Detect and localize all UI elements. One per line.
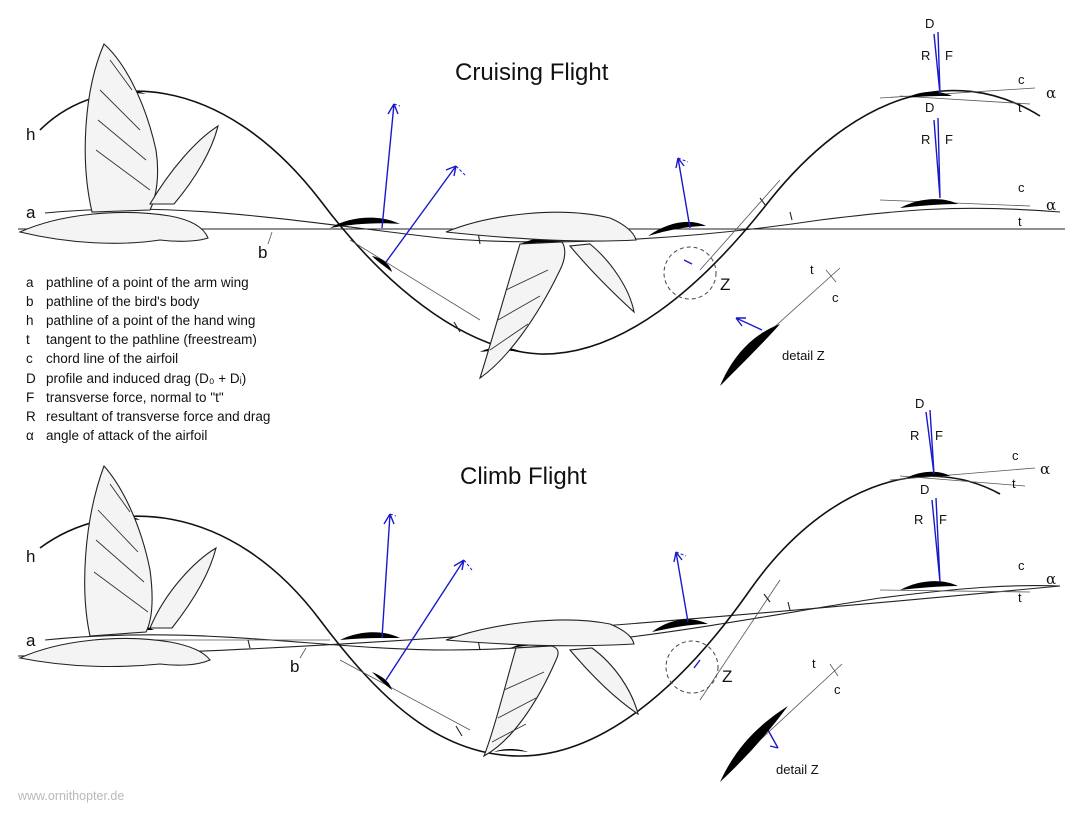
label-alpha-lower-bottom: α bbox=[1046, 570, 1056, 588]
legend-text-3: tangent to the pathline (freestream) bbox=[46, 332, 257, 347]
legend-text-0: pathline of a point of the arm wing bbox=[46, 275, 249, 290]
label-r-upper-top: R bbox=[921, 48, 930, 63]
label-t-lower-top: t bbox=[1018, 214, 1022, 229]
label-d-lower-bottom: D bbox=[920, 482, 929, 497]
detail-c-bottom: c bbox=[834, 682, 841, 697]
legend-text-5: profile and induced drag (D₀ + Dᵢ) bbox=[46, 371, 246, 386]
force-vectors-top bbox=[381, 31, 941, 265]
label-h-bottom: h bbox=[26, 547, 35, 566]
legend-text-4: chord line of the airfoil bbox=[46, 351, 178, 366]
label-d-upper-top: D bbox=[925, 16, 934, 31]
label-c-upper-top: c bbox=[1018, 72, 1025, 87]
legend-text-1: pathline of the bird's body bbox=[46, 294, 200, 309]
detail-circle-top bbox=[663, 246, 717, 300]
label-r-lower-top: R bbox=[921, 132, 930, 147]
detail-t-top: t bbox=[810, 262, 814, 277]
legend-key-4: c bbox=[26, 351, 33, 366]
label-r-upper-bottom: R bbox=[910, 428, 919, 443]
detail-label-top: detail Z bbox=[782, 348, 825, 363]
label-b-top: b bbox=[258, 243, 267, 262]
legend-key-3: t bbox=[26, 332, 30, 347]
label-a-top: a bbox=[26, 203, 36, 222]
label-d-upper-bottom: D bbox=[915, 396, 924, 411]
detail-t-bottom: t bbox=[812, 656, 816, 671]
legend-key-8: α bbox=[26, 428, 34, 443]
pathline-h-top bbox=[39, 89, 1041, 355]
label-alpha-upper-bottom: α bbox=[1040, 460, 1050, 478]
footer-credit: www.ornithopter.de bbox=[17, 789, 124, 803]
ticks-bottom bbox=[247, 593, 791, 737]
force-vectors-bottom bbox=[381, 409, 941, 749]
bird-upstroke-bottom bbox=[18, 464, 217, 668]
legend-key-6: F bbox=[26, 390, 34, 405]
cruising-title: Cruising Flight bbox=[455, 59, 609, 86]
label-c-upper-bottom: c bbox=[1012, 448, 1019, 463]
legend-text-7: resultant of transverse force and drag bbox=[46, 409, 270, 424]
detail-label-bottom: detail Z bbox=[776, 762, 819, 777]
legend: a pathline of a point of the arm wing b … bbox=[26, 275, 270, 443]
legend-key-5: D bbox=[26, 371, 36, 386]
label-f-upper-bottom: F bbox=[935, 428, 943, 443]
label-t-lower-bottom: t bbox=[1018, 590, 1022, 605]
leader-b-top bbox=[267, 231, 273, 245]
legend-key-7: R bbox=[26, 409, 36, 424]
label-z-bottom: Z bbox=[722, 667, 732, 686]
label-alpha-lower-top: α bbox=[1046, 196, 1056, 214]
legend-key-0: a bbox=[26, 275, 34, 290]
bird-downstroke-top bbox=[445, 211, 637, 380]
legend-text-2: pathline of a point of the hand wing bbox=[46, 313, 255, 328]
ticks-top bbox=[453, 197, 793, 333]
cruising-flight-panel: Cruising Flight bbox=[18, 16, 1065, 386]
legend-text-6: transverse force, normal to "t" bbox=[46, 390, 224, 405]
label-f-upper-top: F bbox=[945, 48, 953, 63]
label-r-lower-bottom: R bbox=[914, 512, 923, 527]
climb-flight-panel: Climb Flight D R F bbox=[17, 396, 1061, 782]
label-a-bottom: a bbox=[26, 631, 36, 650]
label-d-lower-top: D bbox=[925, 100, 934, 115]
label-f-lower-bottom: F bbox=[939, 512, 947, 527]
tangent-lines-bottom bbox=[110, 467, 1036, 731]
legend-key-1: b bbox=[26, 294, 34, 309]
legend-key-2: h bbox=[26, 313, 34, 328]
label-t-upper-top: t bbox=[1018, 100, 1022, 115]
climb-title: Climb Flight bbox=[460, 463, 587, 490]
detail-c-top: c bbox=[832, 290, 839, 305]
label-t-upper-bottom: t bbox=[1012, 476, 1016, 491]
label-z-top: Z bbox=[720, 275, 730, 294]
detail-z-bottom: t c detail Z bbox=[720, 656, 843, 782]
label-alpha-upper-top: α bbox=[1046, 84, 1056, 102]
detail-z-top: t c detail Z bbox=[720, 262, 841, 386]
label-c-lower-top: c bbox=[1018, 180, 1025, 195]
leader-b-bottom bbox=[299, 647, 307, 659]
label-c-lower-bottom: c bbox=[1018, 558, 1025, 573]
pathline-h-bottom bbox=[39, 475, 1001, 757]
label-b-bottom: b bbox=[290, 657, 299, 676]
bird-downstroke-bottom bbox=[445, 619, 639, 758]
legend-text-8: angle of attack of the airfoil bbox=[46, 428, 207, 443]
detail-circle-bottom bbox=[665, 640, 719, 694]
label-f-lower-top: F bbox=[945, 132, 953, 147]
label-h-top: h bbox=[26, 125, 35, 144]
bird-upstroke-top bbox=[18, 43, 219, 244]
